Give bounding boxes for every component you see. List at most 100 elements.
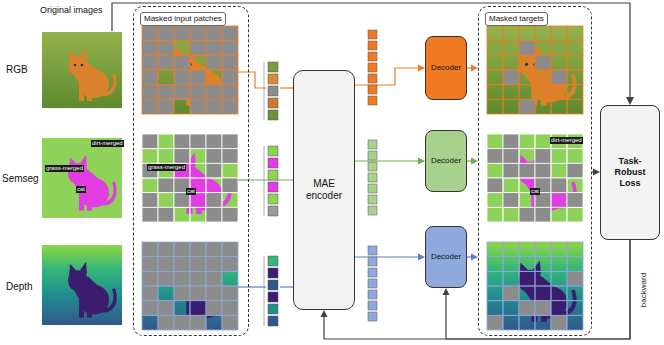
patch-grid-cell [222,315,238,330]
patch-grid-cell [158,178,174,193]
masked-patch [158,207,174,222]
masked-patch [535,149,551,164]
patch-grid-cell [174,26,190,41]
input-token [268,268,278,278]
arrow-head [321,310,328,317]
arrow-head [418,254,425,261]
encoded-token [368,246,377,255]
patch-grid-cell [174,286,190,301]
masked-patch [519,99,535,114]
encoded-token [368,257,377,266]
patch-grid-cell [190,257,206,272]
token-bracket [264,256,265,326]
patch-grid-cell [206,207,222,222]
patch-grid-cell [206,134,222,149]
patch-grid-cell [503,85,519,100]
patch-grid-cell [503,257,519,272]
patch-grid-cell [567,301,583,316]
patch-grid-cell [519,242,535,257]
encoded-token [368,173,377,182]
masked-patch [567,193,583,208]
masked-patch [206,301,222,316]
masked-patch [206,55,222,70]
input-token [268,292,278,302]
patch-grid-cell [487,99,503,114]
arrow-head [471,158,478,165]
patch-grid-cell [519,134,535,149]
patch-grid-cell [142,193,158,208]
patch-grid-cell [190,41,206,56]
flow-connector [467,158,478,165]
patch-grid-cell [222,193,238,208]
masked-patch [158,85,174,100]
patch-grid-cell [519,99,535,114]
patch-grid-cell [190,70,206,85]
masked-patch [206,163,222,178]
masked-patch [174,271,190,286]
encoded-token [368,30,377,39]
target-feed-line [112,3,630,98]
patch-grid-cell [503,286,519,301]
patch-grid-cell [206,301,222,316]
loss-box: Task-Robust Loss [600,105,660,240]
patch-grid-cell [551,315,567,330]
patch-grid-cell [158,26,174,41]
input-token [268,206,278,216]
patch-grid-cell [487,163,503,178]
encoded-token [368,312,377,321]
depth-target-image [487,242,583,330]
masked-patch [174,26,190,41]
patch-grid-cell [158,242,174,257]
masked-patch [206,26,222,41]
class-tag: cat [530,188,540,195]
input-token [268,170,278,180]
patch-grid-cell [174,85,190,100]
patch-grid-cell [222,271,238,286]
masked-patch [487,178,503,193]
encoded-token [368,268,377,277]
patch-grid-cell [487,315,503,330]
patch-grid-cell [487,257,503,272]
masked-patch [142,301,158,316]
patch-grid-cell [535,85,551,100]
patch-grid-cell [190,301,206,316]
decoder-box: Decoder [425,130,467,192]
encoded-token [368,162,377,171]
patch-grid-cell [142,149,158,164]
patch-grid-cell [222,41,238,56]
masked-patch [503,193,519,208]
patch-grid-cell [174,149,190,164]
patch-grid-cell [190,207,206,222]
patch-grid-cell [519,286,535,301]
depth-input-image [142,242,238,330]
patch-grid-cell [551,26,567,41]
patch-grid-cell [206,55,222,70]
semseg-input-image [142,134,238,222]
patch-grid-cell [206,178,222,193]
masked-patch [142,257,158,272]
flow-connector [355,158,425,165]
arrow-head [418,158,425,165]
patch-grid-cell [190,286,206,301]
patch-grid-cell [567,257,583,272]
masked-patch [158,99,174,114]
patch-grid-cell [551,99,567,114]
flow-connector [355,65,425,86]
masked-patch [503,163,519,178]
masked-patch [503,149,519,164]
decoder-box: Decoder [425,226,467,288]
masked-patch [174,149,190,164]
input-token [268,86,278,96]
encoded-token [368,184,377,193]
patch-grid-cell [487,55,503,70]
patch-grid-cell [158,271,174,286]
masked-patch [158,315,174,330]
masked-patch [158,41,174,56]
patch-grid-cell [158,134,174,149]
patch-grid-cell [551,85,567,100]
patch-grid-cell [487,149,503,164]
patch-grid-cell [535,207,551,222]
patch-grid-cell [519,271,535,286]
patch-grid-cell [206,26,222,41]
flow-connector [592,169,600,176]
